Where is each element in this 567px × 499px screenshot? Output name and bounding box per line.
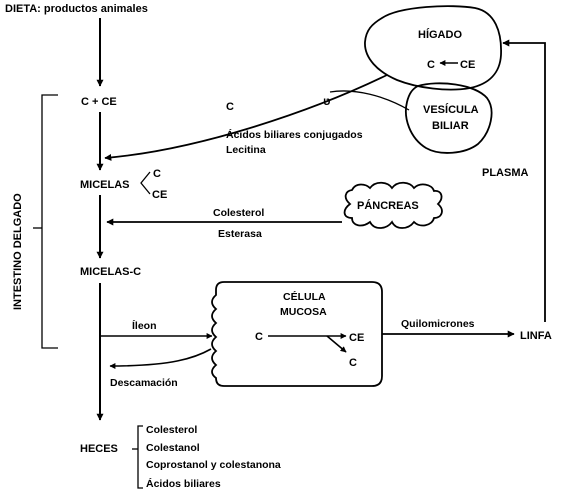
heces-label: HECES — [80, 443, 118, 455]
heces-item-1: Colesterol — [146, 424, 197, 436]
diet-label: DIETA: productos animales — [5, 3, 148, 15]
heces-item-2: Colestanol — [146, 442, 200, 454]
bile-c: C — [226, 101, 234, 113]
descamacion-arrow — [109, 348, 212, 369]
micelas-c-label: MICELAS-C — [80, 266, 141, 278]
intestine-label: INTESTINO DELGADO — [12, 193, 24, 310]
bile-acids-label: Ácidos biliares conjugados — [226, 128, 363, 141]
esterasa-line2: Esterasa — [218, 228, 262, 240]
mucosa-title-2: MUCOSA — [280, 306, 327, 318]
c-plus-ce-label: C + CE — [81, 96, 117, 108]
mucosa-ce-to-c-arrow — [326, 335, 347, 353]
gallbladder-shape — [405, 82, 493, 154]
liver-c: C — [427, 59, 435, 71]
gallbladder-duct-line — [329, 90, 410, 111]
ileon-label: Íleon — [132, 319, 157, 332]
quilomicrones-label: Quilomicrones — [401, 318, 475, 330]
plasma-label: PLASMA — [482, 167, 529, 179]
micelas-brace — [140, 171, 151, 195]
bile-symbol: ט — [323, 96, 331, 108]
bile-flow-arrow — [104, 74, 388, 161]
linfa-label: LINFA — [520, 330, 552, 342]
heces-item-3: Coprostanol y colestanona — [146, 459, 281, 471]
liver-shape — [364, 5, 502, 91]
mucosa-c-left: C — [255, 331, 263, 343]
lecithin-label: Lecitina — [226, 144, 266, 156]
mucosa-title-1: CÉLULA — [283, 290, 326, 303]
mucosa-cell-box — [211, 281, 383, 387]
heces-bracket — [137, 425, 143, 489]
micelas-label: MICELAS — [80, 179, 130, 191]
mucosa-c-out: C — [349, 357, 357, 369]
gallbladder-line1: VESÍCULA — [423, 103, 479, 116]
pancreas-label: PÁNCREAS — [357, 199, 419, 212]
esterasa-line1: Colesterol — [213, 207, 264, 219]
intestine-bracket — [41, 94, 58, 349]
micelas-c: C — [153, 168, 161, 180]
pancreas-shape — [343, 181, 443, 229]
liver-ce: CE — [460, 59, 475, 71]
mucosa-ce: CE — [349, 332, 364, 344]
liver-title: HÍGADO — [418, 28, 462, 41]
micelas-ce: CE — [152, 189, 167, 201]
heces-item-4: Ácidos biliares — [146, 477, 221, 490]
plasma-return-arrow — [502, 39, 546, 322]
descamacion-label: Descamación — [110, 377, 178, 389]
gallbladder-line2: BILIAR — [432, 120, 469, 132]
